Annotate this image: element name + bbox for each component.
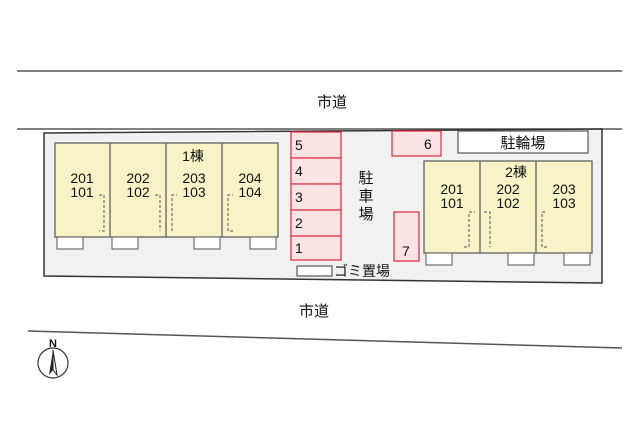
building-1-label: 1棟	[182, 148, 204, 164]
parking-stall-number: 4	[295, 163, 303, 179]
unit-2-step	[111, 236, 139, 250]
unit-3-step	[563, 252, 591, 266]
unit-upper-number: 203	[182, 170, 206, 186]
unit-lower-number: 103	[182, 184, 206, 200]
building-2-label: 2棟	[505, 164, 527, 180]
top-road-label: 市道	[317, 94, 347, 111]
parking-stall-number: 6	[424, 136, 432, 152]
bicycle-parking-area	[457, 130, 589, 154]
parking-stall-6	[391, 130, 442, 157]
unit-lower-number: 103	[552, 195, 576, 211]
unit-3-step	[193, 236, 221, 250]
north-compass: N	[37, 338, 69, 379]
unit-upper-number: 204	[238, 170, 262, 186]
building-1: 1棟 201 101 202 102 203 103 204 104	[54, 142, 279, 250]
parking-stalls-column: 5 4 3 2 1	[290, 131, 342, 261]
parking-stall-number: 3	[295, 189, 303, 205]
parking-stall-number: 7	[402, 243, 410, 259]
unit-upper-number: 202	[496, 181, 520, 197]
parking-stall-3	[290, 183, 342, 211]
parking-stall-number: 5	[295, 137, 303, 153]
parking-label-char: 駐	[358, 170, 373, 187]
garbage-label: ゴミ置場	[334, 263, 390, 279]
bottom-road-label: 市道	[299, 303, 329, 320]
parking-label-char: 車	[358, 188, 373, 205]
parking-stall-4	[290, 157, 342, 185]
unit-lower-number: 102	[496, 195, 520, 211]
unit-lower-number: 104	[238, 184, 262, 200]
unit-lower-number: 101	[70, 184, 94, 200]
bottom-road-line	[27, 330, 623, 349]
unit-upper-number: 201	[70, 170, 94, 186]
garbage-area	[296, 265, 333, 277]
unit-lower-number: 101	[440, 195, 464, 211]
unit-lower-number: 102	[126, 184, 150, 200]
parking-stall-1	[290, 235, 342, 261]
compass-north-label: N	[49, 338, 57, 350]
unit-upper-number: 202	[126, 170, 150, 186]
building-2-body	[423, 160, 593, 254]
unit-upper-number: 203	[552, 181, 576, 197]
compass-needle-right	[52, 349, 58, 377]
parking-stall-number: 1	[295, 240, 303, 256]
parking-stall-7	[393, 211, 420, 262]
unit-1-step	[425, 252, 453, 266]
parking-stall-2	[290, 209, 342, 237]
parking-label-char: 場	[358, 206, 373, 223]
unit-upper-number: 201	[440, 181, 464, 197]
bicycle-parking-label: 駐輪場	[500, 135, 545, 152]
compass-needle-left	[49, 350, 53, 375]
building-2: 2棟 201 101 202 102 203 103	[423, 160, 593, 266]
unit-4-step	[249, 236, 277, 250]
parking-stall-number: 2	[295, 215, 303, 231]
unit-2-step	[507, 252, 535, 266]
unit-1-step	[56, 236, 84, 250]
